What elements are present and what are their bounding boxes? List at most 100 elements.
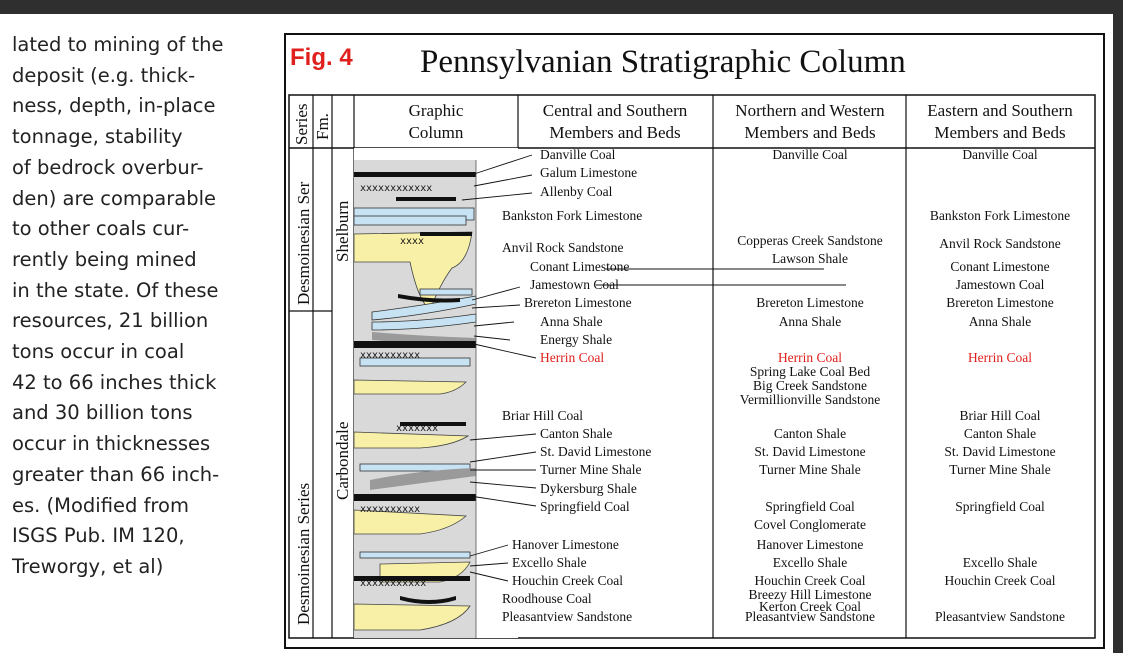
body-line: greater than 66 inch- <box>12 462 220 486</box>
central-member-highlight: Herrin Coal <box>540 350 604 365</box>
right-border <box>1113 0 1123 653</box>
central-member: Pleasantview Sandstone <box>502 609 632 624</box>
northern-member: Anna Shale <box>779 314 842 329</box>
body-line: and 30 billion tons <box>12 401 193 425</box>
eastern-member: Springfield Coal <box>955 499 1045 514</box>
graphic-column: xxxxxxxxxxxx xxxx xxxxxxxxxx xxxxxxx xxx… <box>354 148 518 638</box>
eastern-member: Conant Limestone <box>950 259 1049 274</box>
underclay-marks: xxxxxxxxxxxx <box>360 183 432 194</box>
formation-label-shelburn: Shelburn <box>333 200 352 262</box>
body-line: resources, 21 billion <box>12 309 209 333</box>
central-member: Springfield Coal <box>540 499 630 514</box>
eastern-member-highlight: Herrin Coal <box>968 350 1032 365</box>
header-northern: Members and Beds <box>744 123 875 142</box>
table-header: Series Fm. Graphic Column Central and So… <box>292 101 1073 145</box>
central-members: Danville Coal Galum Limestone Allenby Co… <box>502 147 651 624</box>
body-line: es. (Modified from <box>12 493 189 517</box>
central-member: Danville Coal <box>540 147 616 162</box>
body-line: tonnage, stability <box>12 125 183 149</box>
central-member: Brereton Limestone <box>524 295 632 310</box>
limestone-bed <box>354 215 467 226</box>
central-member: Bankston Fork Limestone <box>502 208 642 223</box>
northern-member: Canton Shale <box>774 426 846 441</box>
northern-member: Danville Coal <box>772 147 848 162</box>
northern-member: Houchin Creek Coal <box>755 573 866 588</box>
coal-seam <box>396 197 456 201</box>
body-line: 42 to 66 inches thick <box>12 370 217 394</box>
body-line: tons occur in coal <box>12 340 185 364</box>
header-central: Members and Beds <box>549 123 680 142</box>
northern-member-highlight: Herrin Coal <box>778 350 842 365</box>
figure-label: Fig. 4 <box>290 44 353 71</box>
central-member: Houchin Creek Coal <box>512 573 623 588</box>
coal-seam <box>354 494 476 501</box>
underclay-marks: xxxxxxxxxx <box>360 350 420 361</box>
body-line: in the state. Of these <box>12 278 219 302</box>
central-member: Anvil Rock Sandstone <box>502 240 624 255</box>
northern-member: St. David Limestone <box>754 444 865 459</box>
central-member: Conant Limestone <box>530 259 629 274</box>
northern-member: Kerton Creek Coal <box>759 599 861 614</box>
northern-member: Big Creek Sandstone <box>753 378 867 393</box>
coal-seam <box>398 294 460 303</box>
formation-label-carbondale: Carbondale <box>333 422 352 500</box>
coal-seam <box>420 232 472 236</box>
limestone-bed <box>359 551 471 559</box>
header-eastern: Members and Beds <box>934 123 1065 142</box>
central-member: Excello Shale <box>512 555 587 570</box>
eastern-member: Excello Shale <box>963 555 1038 570</box>
body-line: rently being mined <box>12 247 197 271</box>
northern-member: Spring Lake Coal Bed <box>750 364 871 379</box>
northern-member: Turner Mine Shale <box>759 462 861 477</box>
coal-seam <box>354 341 476 348</box>
coal-seam <box>400 596 456 604</box>
central-member: Anna Shale <box>540 314 603 329</box>
central-member: Energy Shale <box>540 332 612 347</box>
header-eastern: Eastern and Southern <box>927 101 1073 120</box>
northern-member: Brereton Limestone <box>756 295 864 310</box>
body-text: lated to mining of the deposit (e.g. thi… <box>12 30 268 583</box>
central-member: Hanover Limestone <box>512 537 619 552</box>
eastern-member: Danville Coal <box>962 147 1038 162</box>
body-line: den) are comparable <box>12 186 217 210</box>
coal-seam <box>354 172 476 177</box>
leader-lines <box>461 154 846 582</box>
series-labels: Desmoinesian Ser Desmoinesian Series She… <box>294 181 352 625</box>
header-series: Series <box>292 103 311 145</box>
limestone-bed <box>359 463 471 472</box>
sandstone-body <box>354 509 468 535</box>
underclay-marks: xxxxxxxxxx <box>360 504 420 515</box>
central-member: Canton Shale <box>540 426 612 441</box>
eastern-member: Houchin Creek Coal <box>945 573 1056 588</box>
northern-member: Excello Shale <box>773 555 848 570</box>
central-member: Roodhouse Coal <box>502 591 592 606</box>
eastern-members: Danville Coal Bankston Fork Limestone An… <box>930 147 1070 624</box>
eastern-member: Brereton Limestone <box>946 295 1054 310</box>
northern-member: Springfield Coal <box>765 499 855 514</box>
series-label-lower: Desmoinesian Series <box>294 483 313 625</box>
body-line: Treworgy, et al) <box>12 554 164 578</box>
central-member: Briar Hill Coal <box>502 408 583 423</box>
body-line: deposit (e.g. thick- <box>12 63 196 87</box>
eastern-member: Jamestown Coal <box>956 277 1045 292</box>
central-member: Dykersburg Shale <box>540 481 637 496</box>
header-graphic: Graphic <box>409 101 464 120</box>
shale-wedge <box>370 468 476 490</box>
body-line: of bedrock overbur- <box>12 155 204 179</box>
eastern-member: Bankston Fork Limestone <box>930 208 1070 223</box>
body-line: occur in thicknesses <box>12 432 211 456</box>
header-graphic: Column <box>409 123 464 142</box>
header-fm: Fm. <box>313 113 332 140</box>
underclay-marks: xxxx <box>400 236 424 247</box>
northern-member: Hanover Limestone <box>757 537 864 552</box>
northern-member: Vermillionville Sandstone <box>740 392 881 407</box>
header-central: Central and Southern <box>543 101 688 120</box>
central-member: Allenby Coal <box>540 184 613 199</box>
sandstone-body <box>354 431 470 449</box>
body-line: ISGS Pub. IM 120, <box>12 524 185 548</box>
central-member: Jamestown Coal <box>530 277 619 292</box>
limestone-bed <box>359 357 471 367</box>
northern-members: Danville Coal Copperas Creek Sandstone L… <box>737 147 882 624</box>
